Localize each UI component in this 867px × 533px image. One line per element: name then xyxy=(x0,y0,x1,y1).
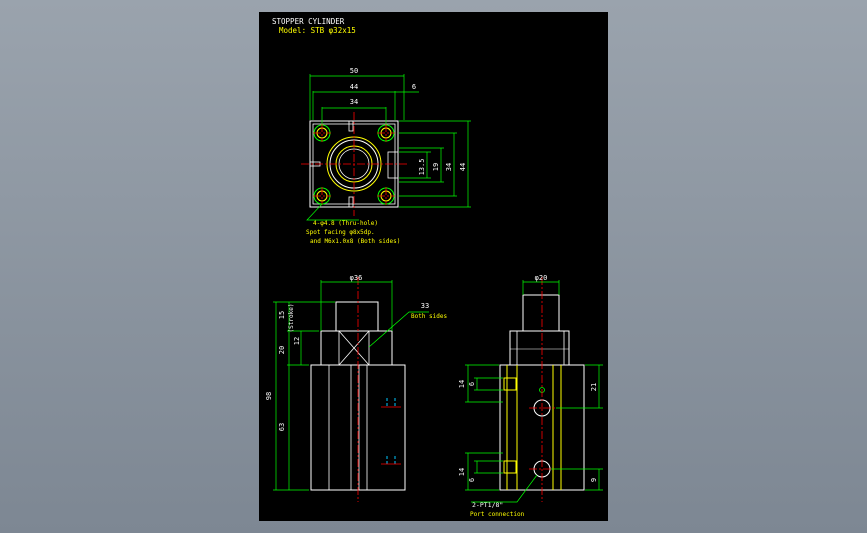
side-dim-diameter: φ20 xyxy=(535,274,548,282)
front-dim-33: 33 xyxy=(421,302,429,310)
side-head xyxy=(509,330,570,366)
dim-34-v: 34 xyxy=(445,163,453,171)
hole-note-3: and M6x1.0x8 (Both sides) xyxy=(310,238,400,245)
drawing-title: STOPPER CYLINDER xyxy=(272,17,345,26)
front-dim-20: 20 xyxy=(278,346,286,354)
front-dim-33-note: Both sides xyxy=(411,313,448,320)
right-boss xyxy=(387,151,399,179)
front-dim-98: 98 xyxy=(265,392,273,400)
front-dim-stroke-note: (Stroke) xyxy=(288,304,295,333)
port-note: 2-PT1/8" xyxy=(472,501,503,509)
front-dim-12: 12 xyxy=(293,337,301,345)
dim-34: 34 xyxy=(350,98,358,106)
dim-19: 19 xyxy=(432,163,440,171)
front-dim-15: 15 xyxy=(278,311,286,319)
rod-top xyxy=(335,301,379,332)
side-dim-6-bot: 6 xyxy=(468,478,476,482)
side-dim-21: 21 xyxy=(590,383,598,391)
side-dim-14-top: 14 xyxy=(458,380,466,388)
front-view: φ36 33 Both sides 98 15 (St xyxy=(265,274,448,502)
bottom-slot xyxy=(348,196,354,208)
dim-44: 44 xyxy=(350,83,358,91)
front-dim-diameter: φ36 xyxy=(350,274,363,282)
top-slot xyxy=(348,120,354,132)
dim-50: 50 xyxy=(350,67,358,75)
technical-drawing: STOPPER CYLINDER Model: STB φ32x15 xyxy=(265,17,603,518)
port-note-2: Port connection xyxy=(470,511,525,518)
top-view: 50 44 34 6 xyxy=(301,67,471,245)
drawing-sheet: STOPPER CYLINDER Model: STB φ32x15 xyxy=(259,12,608,521)
hole-note-1: 4-φ4.8 (Thru-hole) xyxy=(313,220,378,227)
dim-6: 6 xyxy=(412,83,416,91)
side-dim-14-bot: 14 xyxy=(458,468,466,476)
dim-44-v: 44 xyxy=(459,163,467,171)
dim-13-5: 13.5 xyxy=(418,159,426,176)
front-dim-63: 63 xyxy=(278,423,286,431)
side-dim-9: 9 xyxy=(590,478,598,482)
hole-note-2: Spot facing φ8x5dp. xyxy=(306,229,375,236)
side-view: φ20 xyxy=(458,274,603,518)
side-dim-6-top: 6 xyxy=(468,382,476,386)
side-rod xyxy=(522,294,560,332)
drawing-model: Model: STB φ32x15 xyxy=(279,26,356,35)
